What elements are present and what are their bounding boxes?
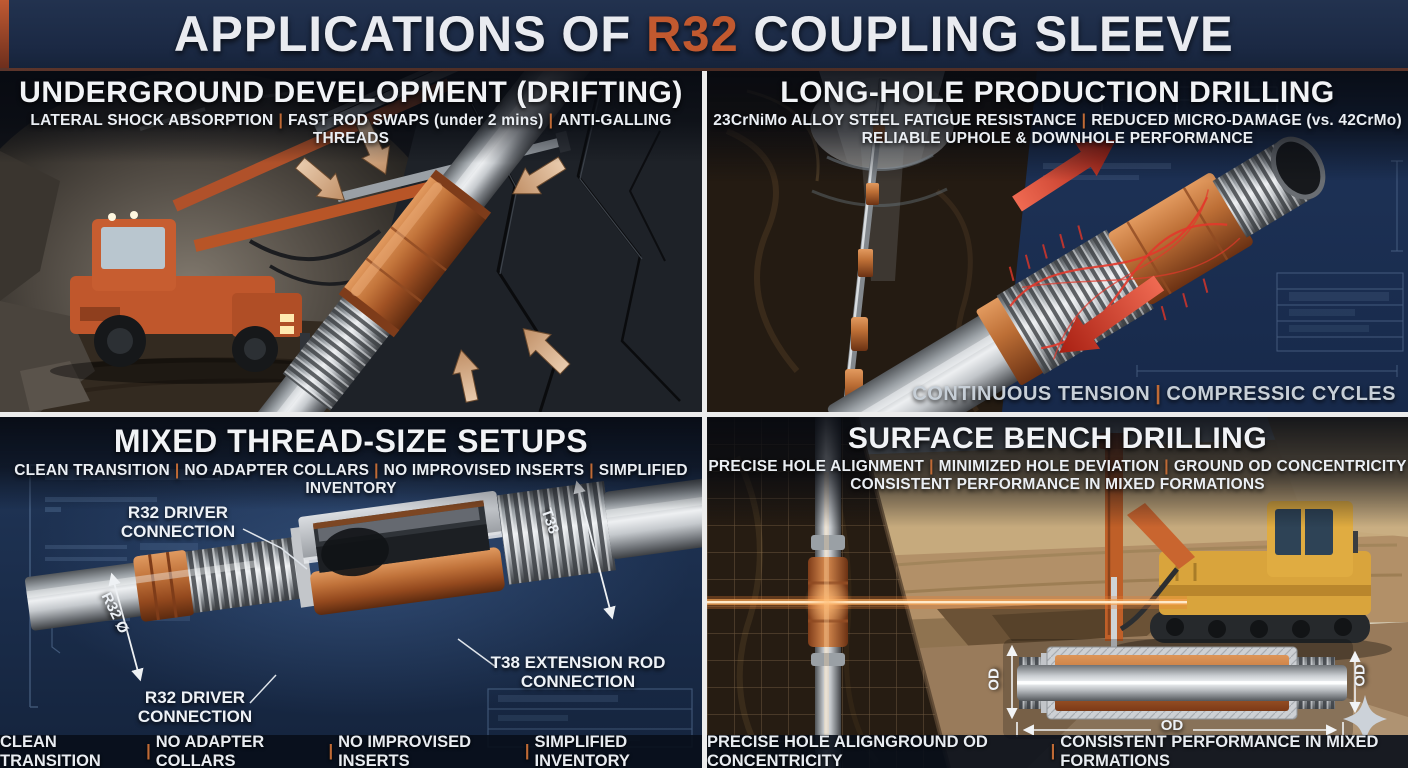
title-highlight: R32 — [646, 6, 740, 62]
footer-item: PRECISE HOLE ALIGNGROUND OD CONCENTRICIT… — [707, 732, 988, 768]
surface-features-line1: PRECISE HOLE ALIGNMENT|MINIMIZED HOLE DE… — [707, 458, 1408, 476]
feature: SIMPLIFIED INVENTORY — [305, 461, 688, 497]
quadrant-longhole: LONG-HOLE PRODUCTION DRILLING 23CrNiMo A… — [707, 71, 1408, 412]
separator: | — [1164, 457, 1169, 475]
shock-arrow — [294, 156, 346, 201]
longhole-title: LONG-HOLE PRODUCTION DRILLING — [780, 76, 1335, 109]
dimension-lines — [108, 480, 616, 704]
longhole-features-line2: RELIABLE UPHOLE & DOWNHOLE PERFORMANCE — [861, 129, 1254, 147]
sparkle-icon — [1343, 695, 1387, 743]
shock-arrow — [452, 349, 480, 403]
surface-title: SURFACE BENCH DRILLING — [847, 422, 1268, 455]
separator: | — [548, 111, 554, 129]
label-od-right: OD — [1351, 664, 1369, 687]
label-line: R32 DRIVER — [144, 688, 246, 707]
label-line: R32 DRIVER — [127, 503, 229, 522]
header-shade — [707, 417, 1408, 527]
shock-arrow — [522, 328, 571, 375]
separator: | — [1050, 742, 1056, 760]
separator: | — [589, 461, 594, 479]
feature: FAST ROD SWAPS (under 2 mins) — [288, 111, 544, 129]
title-prefix: APPLICATIONS OF — [174, 6, 632, 62]
feature: NO IMPROVISED INSERTS — [383, 461, 585, 479]
quadrant-divider-vertical — [702, 71, 707, 768]
separator: | — [1081, 111, 1087, 129]
feature: REDUCED MICRO-DAMAGE (vs. 42CrMo) — [1091, 111, 1402, 129]
compression-arrow-down — [1059, 275, 1165, 353]
label-line: T38 EXTENSION ROD — [490, 653, 666, 672]
footer-item: NO ADAPTER COLLARS — [155, 732, 265, 768]
surface-header: SURFACE BENCH DRILLING PRECISE HOLE ALIG… — [707, 417, 1408, 494]
feature: 23CrNiMo ALLOY STEEL FATIGUE RESISTANCE — [713, 111, 1077, 129]
underground-features: LATERAL SHOCK ABSORPTION|FAST ROD SWAPS … — [0, 112, 702, 148]
separator: | — [374, 461, 379, 479]
longhole-caption: CONTINUOUS TENSION|COMPRESSIC CYCLES — [912, 383, 1396, 406]
title-accent-bar — [0, 0, 9, 68]
caption-item: CONTINUOUS TENSION — [912, 383, 1151, 405]
surface-footer: PRECISE HOLE ALIGNGROUND OD CONCENTRICIT… — [707, 732, 1408, 768]
label-line: CONNECTION — [137, 707, 253, 727]
label-od-left: OD — [985, 668, 1003, 691]
feature: CLEAN TRANSITION — [14, 461, 170, 479]
separator: | — [146, 742, 151, 760]
mixed-thread-header: MIXED THREAD-SIZE SETUPS CLEAN TRANSITIO… — [0, 417, 702, 498]
separator: | — [278, 111, 283, 129]
separator: | — [929, 457, 934, 475]
label-r32-driver-bottom: R32 DRIVER CONNECTION — [115, 688, 275, 726]
underground-header: UNDERGROUND DEVELOPMENT (DRIFTING) LATER… — [0, 71, 702, 148]
feature: NO ADAPTER COLLARS — [184, 461, 370, 479]
underground-title: UNDERGROUND DEVELOPMENT (DRIFTING) — [19, 76, 683, 109]
header-shade — [707, 71, 1408, 181]
quadrant-surface: SURFACE BENCH DRILLING PRECISE HOLE ALIG… — [707, 417, 1408, 768]
mixed-thread-features: CLEAN TRANSITION|NO ADAPTER COLLARS|NO I… — [0, 462, 702, 498]
label-line: CONNECTION — [120, 522, 236, 542]
mixed-thread-title: MIXED THREAD-SIZE SETUPS — [113, 423, 589, 459]
footer-item: CONSISTENT PERFORMANCE IN MIXED FORMATIO… — [1060, 732, 1379, 768]
stress-ticks — [1008, 225, 1209, 321]
mixed-thread-footer: CLEAN TRANSITION|NO ADAPTER COLLARS|NO I… — [0, 732, 702, 768]
longhole-features-line1: 23CrNiMo ALLOY STEEL FATIGUE RESISTANCE|… — [707, 112, 1408, 130]
separator: | — [328, 742, 334, 760]
separator: | — [1155, 383, 1162, 405]
label-t38-extension: T38 EXTENSION ROD CONNECTION — [480, 653, 676, 691]
feature: ANTI-GALLING THREADS — [312, 111, 672, 147]
quadrant-mixed-thread: MIXED THREAD-SIZE SETUPS CLEAN TRANSITIO… — [0, 417, 702, 768]
title-bar: APPLICATIONS OF R32 COUPLING SLEEVE — [0, 0, 1408, 68]
longhole-header: LONG-HOLE PRODUCTION DRILLING 23CrNiMo A… — [707, 71, 1408, 148]
caption-item: COMPRESSIC CYCLES — [1166, 383, 1396, 405]
quadrant-underground: UNDERGROUND DEVELOPMENT (DRIFTING) LATER… — [0, 71, 702, 412]
feature: MINIMIZED HOLE DEVIATION — [938, 457, 1160, 475]
footer-item: CLEAN TRANSITION — [0, 732, 101, 768]
coupling-cutaway — [827, 136, 1326, 412]
page-title: APPLICATIONS OF R32 COUPLING SLEEVE — [174, 5, 1234, 63]
feature: PRECISE HOLE ALIGNMENT — [708, 457, 925, 475]
footer-item: SIMPLIFIED INVENTORY — [534, 732, 630, 768]
footer-item: NO IMPROVISED INSERTS — [338, 732, 472, 768]
quadrant-divider-horizontal — [0, 412, 1408, 417]
feature: GROUND OD CONCENTRICITY — [1173, 457, 1407, 475]
title-suffix: COUPLING SLEEVE — [753, 6, 1234, 62]
od-dimension-arrows — [1006, 644, 1361, 737]
label-r32-driver-top: R32 DRIVER CONNECTION — [103, 503, 253, 541]
surface-features-line2: CONSISTENT PERFORMANCE IN MIXED FORMATIO… — [850, 475, 1265, 493]
separator: | — [174, 461, 180, 479]
alignment-laser — [707, 472, 1187, 742]
title-separator — [0, 68, 1408, 71]
separator: | — [524, 742, 530, 760]
feature: LATERAL SHOCK ABSORPTION — [30, 111, 274, 129]
od-diagram — [1003, 639, 1387, 743]
label-line: CONNECTION — [520, 672, 636, 692]
label-od-bottom: OD — [1160, 717, 1184, 734]
header-shade — [0, 71, 702, 163]
